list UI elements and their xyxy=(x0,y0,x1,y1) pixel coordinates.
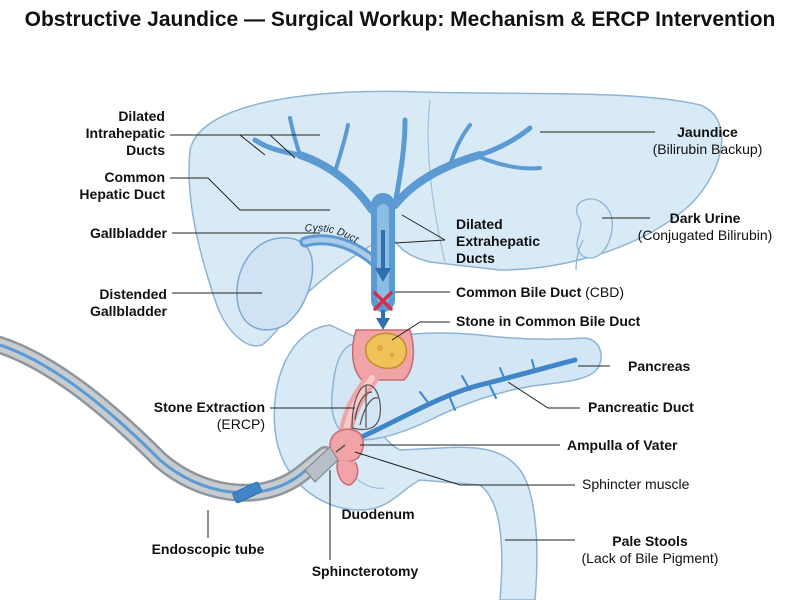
label-sphincter-muscle: Sphincter muscle xyxy=(582,476,690,492)
label-jaundice: Jaundice (Bilirubin Backup) xyxy=(652,124,763,157)
leader-lines xyxy=(170,131,655,560)
label-dark-urine: Dark Urine (Conjugated Bilirubin) xyxy=(637,210,773,243)
label-ampulla-of-vater: Ampulla of Vater xyxy=(567,437,678,453)
extraction-basket xyxy=(351,384,381,431)
pancreatic-duct-line xyxy=(352,357,578,443)
gallstone xyxy=(364,332,408,370)
label-dilated-intrahepatic: Dilated Intrahepatic Ducts xyxy=(85,108,165,158)
label-stone-in-cbd: Stone in Common Bile Duct xyxy=(456,313,641,329)
label-duodenum: Duodenum xyxy=(341,506,415,522)
label-pancreas: Pancreas xyxy=(628,358,691,374)
label-pale-stools: Pale Stools (Lack of Bile Pigment) xyxy=(581,533,719,566)
label-pancreatic-duct: Pancreatic Duct xyxy=(588,399,694,415)
label-distended-gallbladder: Distended Gallbladder xyxy=(89,286,167,319)
label-common-hepatic-duct: Common Hepatic Duct xyxy=(79,169,165,202)
gallbladder-organ xyxy=(236,237,314,331)
label-dilated-extrahepatic: Dilated Extrahepatic Ducts xyxy=(456,216,541,266)
label-sphincterotomy: Sphincterotomy xyxy=(311,563,419,579)
diagram-title: Obstructive Jaundice — Surgical Workup: … xyxy=(24,8,776,31)
blockage-x-mark xyxy=(373,291,393,311)
ureter xyxy=(575,239,584,271)
label-common-bile-duct: Common Bile Duct (CBD) xyxy=(456,284,625,300)
label-endoscopic-tube: Endoscopic tube xyxy=(151,541,265,557)
endoscope-marker xyxy=(232,481,263,504)
liver xyxy=(188,90,723,347)
label-gallbladder: Gallbladder xyxy=(89,225,167,241)
endoscope-tip xyxy=(304,446,339,483)
intrahepatic-ducts xyxy=(252,116,542,214)
label-stone-extraction: Stone Extraction (ERCP) xyxy=(153,399,265,432)
